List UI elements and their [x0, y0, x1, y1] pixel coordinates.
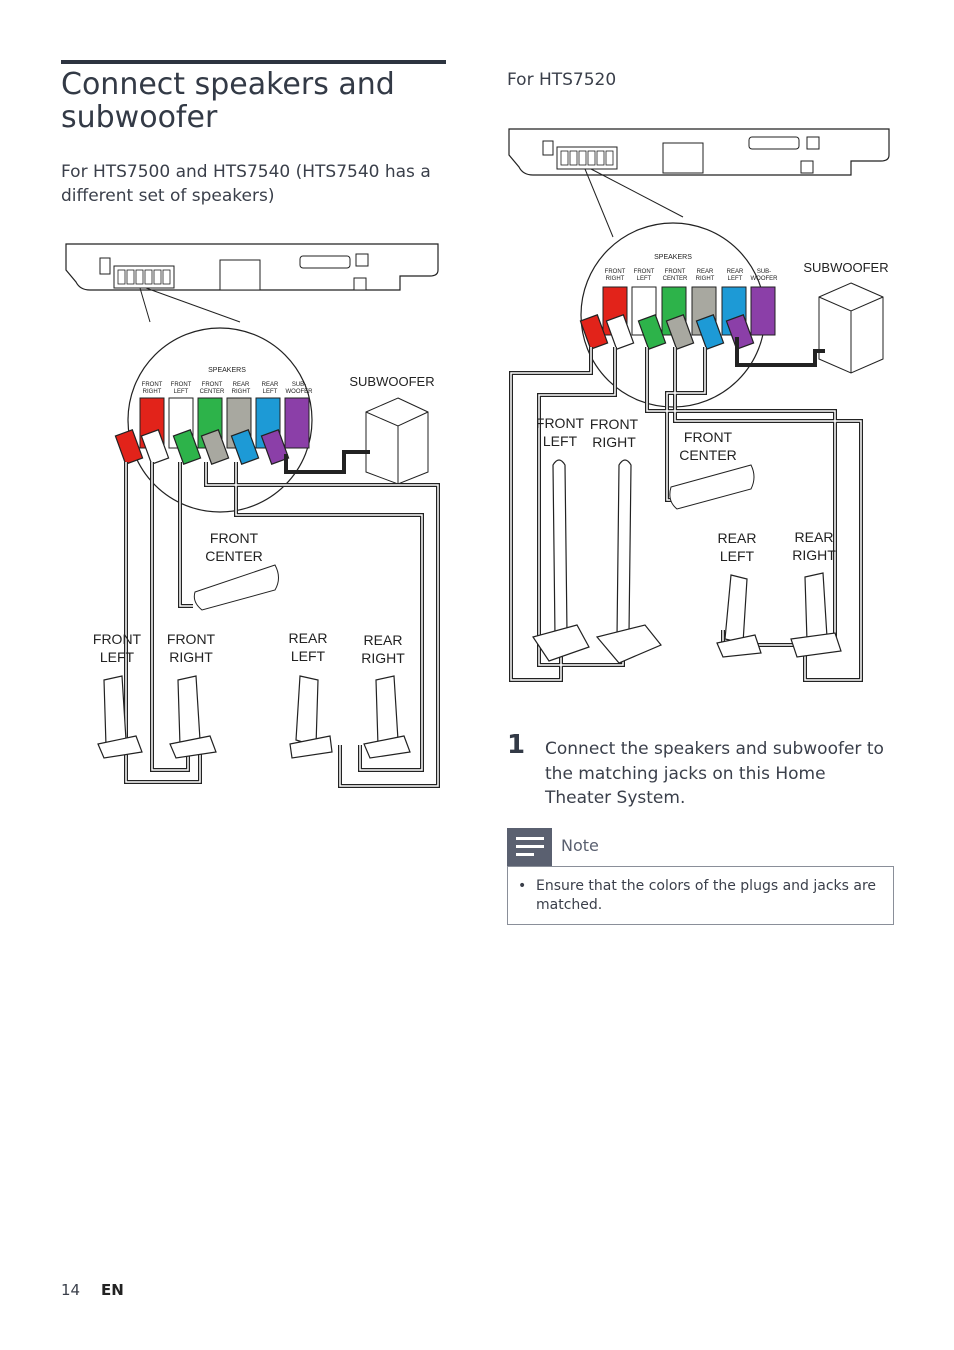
svg-text:WOOFER: WOOFER — [286, 389, 314, 395]
svg-text:LEFT: LEFT — [637, 276, 652, 282]
subwoofer-box — [365, 397, 429, 485]
rear-left-speaker — [295, 675, 319, 747]
svg-text:REAR: REAR — [262, 382, 279, 388]
svg-text:LEFT: LEFT — [728, 276, 743, 282]
svg-text:CENTER: CENTER — [679, 447, 737, 463]
svg-text:LEFT: LEFT — [263, 389, 278, 395]
svg-text:SUBWOOFER: SUBWOOFER — [803, 260, 888, 275]
svg-text:LEFT: LEFT — [720, 548, 755, 564]
svg-text:LEFT: LEFT — [543, 433, 578, 449]
svg-text:REAR: REAR — [697, 269, 714, 275]
step-instruction: Connect the speakers and subwoofer to th… — [545, 739, 884, 808]
svg-text:FRONT: FRONT — [167, 631, 216, 647]
svg-text:REAR: REAR — [795, 529, 834, 545]
svg-text:FRONT: FRONT — [536, 415, 585, 431]
svg-text:FRONT: FRONT — [142, 382, 163, 388]
svg-text:RIGHT: RIGHT — [169, 649, 213, 665]
front-right-tower — [616, 459, 632, 638]
front-left-tower — [552, 459, 568, 638]
svg-text:FRONT: FRONT — [605, 269, 626, 275]
svg-text:CENTER: CENTER — [205, 548, 263, 564]
svg-text:FRONT: FRONT — [171, 382, 192, 388]
speaker-jack-block — [556, 146, 618, 170]
svg-text:FRONT: FRONT — [665, 269, 686, 275]
svg-text:SUB-: SUB- — [757, 269, 771, 275]
svg-text:FRONT: FRONT — [202, 382, 223, 388]
svg-text:REAR: REAR — [718, 530, 757, 546]
svg-text:REAR: REAR — [289, 630, 328, 646]
speaker-jack-block — [113, 265, 175, 289]
svg-text:CENTER: CENTER — [663, 276, 688, 282]
svg-text:FRONT: FRONT — [210, 530, 259, 546]
rear-left-speaker — [724, 574, 748, 644]
svg-text:FRONT: FRONT — [684, 429, 733, 445]
svg-text:LEFT: LEFT — [291, 648, 326, 664]
svg-text:RIGHT: RIGHT — [232, 389, 251, 395]
language-code: EN — [101, 1281, 124, 1299]
svg-text:SUB-: SUB- — [292, 382, 306, 388]
svg-text:FRONT: FRONT — [93, 631, 142, 647]
bullet-icon: • — [518, 878, 527, 894]
svg-text:SPEAKERS: SPEAKERS — [208, 367, 246, 374]
rear-right-speaker — [375, 675, 399, 747]
svg-text:WOOFER: WOOFER — [751, 276, 779, 282]
note-icon — [507, 828, 552, 866]
svg-text:LEFT: LEFT — [174, 389, 189, 395]
svg-text:REAR: REAR — [727, 269, 744, 275]
subtitle-hts7500: For HTS7500 and HTS7540 (HTS7540 has a d… — [61, 162, 431, 206]
note-box: • Ensure that the colors of the plugs an… — [507, 866, 894, 925]
page-number: 14 — [61, 1281, 81, 1299]
svg-text:FRONT: FRONT — [590, 416, 639, 432]
note-header: Note — [507, 828, 894, 866]
svg-text:REAR: REAR — [233, 382, 250, 388]
svg-text:RIGHT: RIGHT — [792, 547, 836, 563]
page-title: Connect speakers and subwoofer — [61, 67, 395, 135]
subtitle-hts7520: For HTS7520 — [507, 70, 617, 90]
svg-text:FRONT: FRONT — [634, 269, 655, 275]
svg-text:CENTER: CENTER — [200, 389, 225, 395]
svg-text:RIGHT: RIGHT — [361, 650, 405, 666]
svg-text:SUBWOOFER: SUBWOOFER — [349, 374, 434, 389]
svg-text:SPEAKERS: SPEAKERS — [654, 254, 692, 261]
front-right-speaker — [177, 675, 201, 747]
step-number: 1 — [507, 730, 526, 760]
note-label: Note — [561, 836, 599, 855]
svg-text:RIGHT: RIGHT — [143, 389, 162, 395]
note-item: • Ensure that the colors of the plugs an… — [518, 878, 877, 913]
svg-text:LEFT: LEFT — [100, 649, 135, 665]
title-rule — [61, 60, 446, 64]
front-left-speaker — [103, 675, 127, 747]
svg-text:RIGHT: RIGHT — [592, 434, 636, 450]
svg-text:RIGHT: RIGHT — [606, 276, 625, 282]
svg-text:REAR: REAR — [364, 632, 403, 648]
svg-text:RIGHT: RIGHT — [696, 276, 715, 282]
rear-right-speaker — [804, 572, 828, 642]
center-speaker — [669, 464, 755, 510]
center-speaker — [193, 564, 279, 611]
